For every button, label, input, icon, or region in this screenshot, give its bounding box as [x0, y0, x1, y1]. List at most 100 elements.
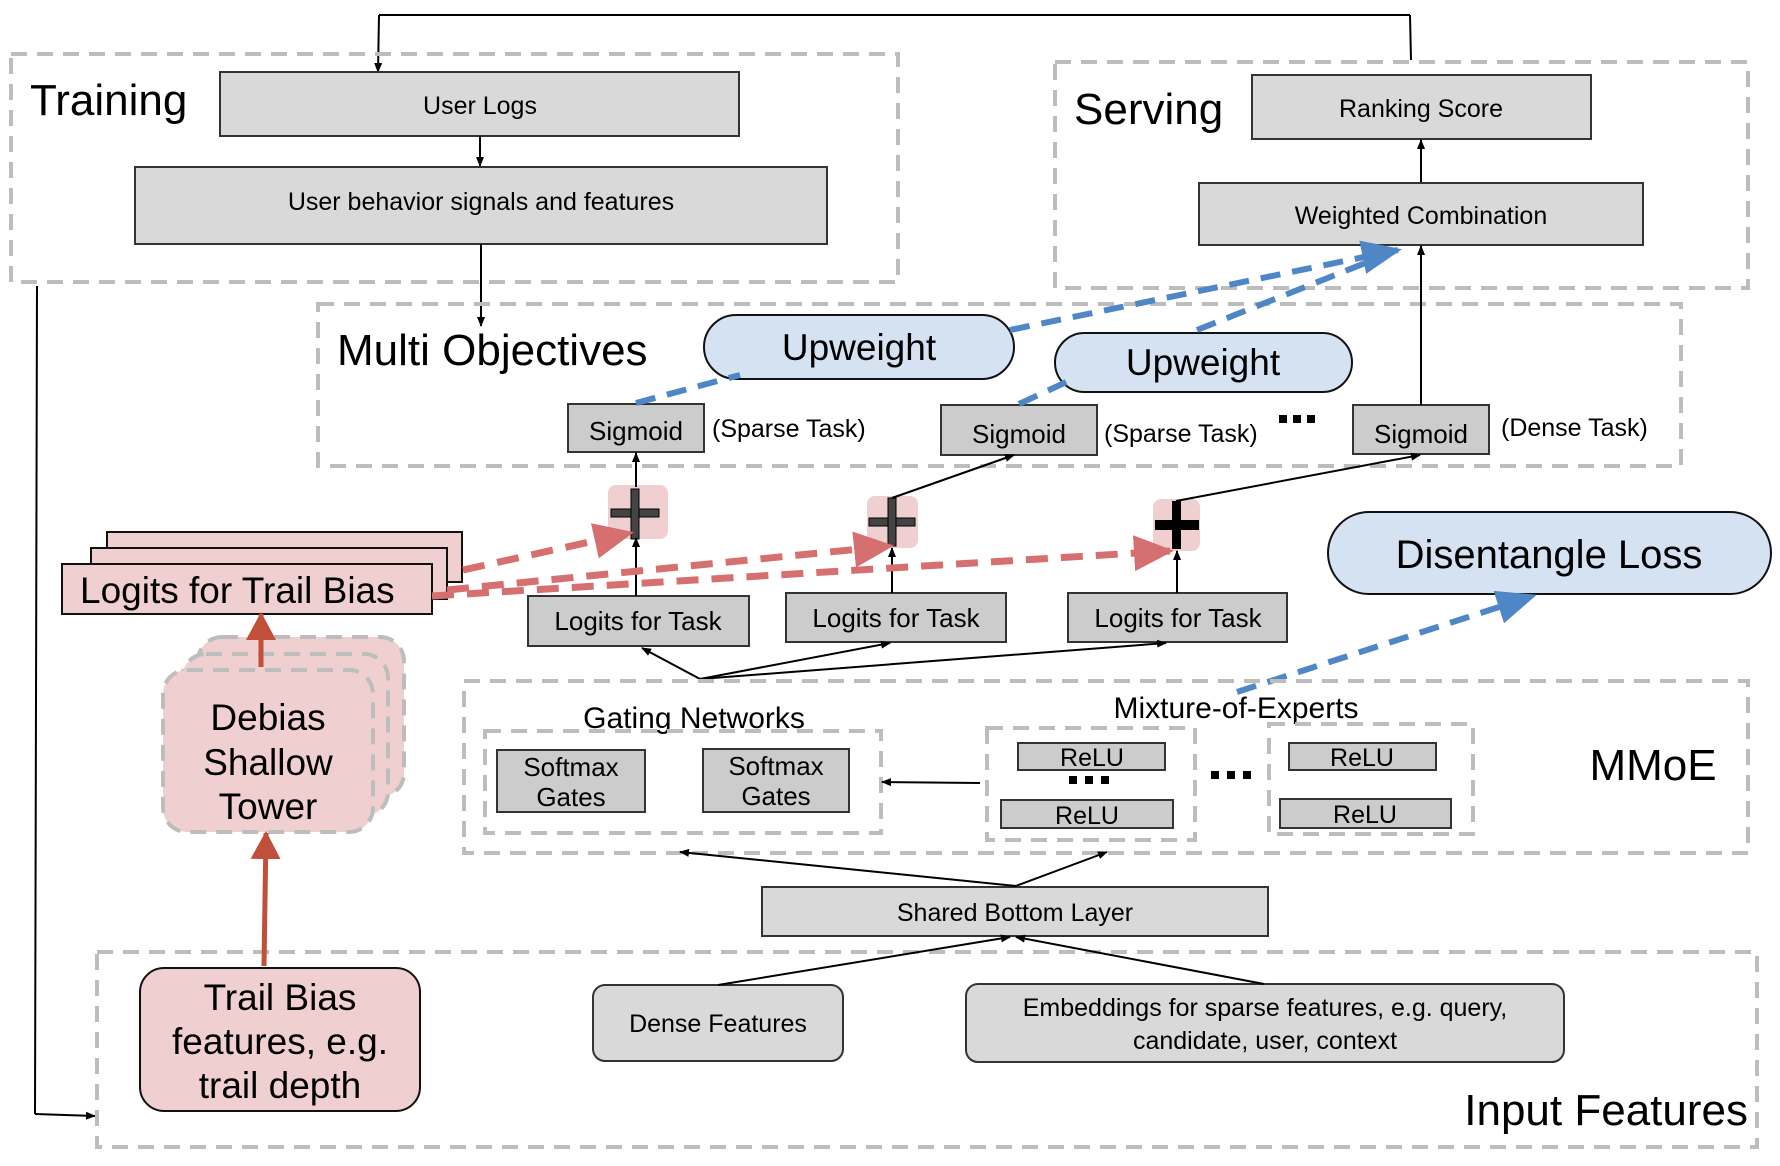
sigmoid-note-1: (Sparse Task)	[712, 415, 866, 443]
multi-objectives-label: Multi Objectives	[337, 326, 648, 375]
embeddings-box	[965, 983, 1565, 1063]
trail-bias-features-line-1: Trail Bias	[204, 977, 357, 1018]
debias-tower-line-1: Debias	[210, 697, 325, 738]
shared-bottom-box	[761, 886, 1269, 937]
upweight-arrow-2	[1195, 247, 1400, 333]
arrow-plus2-to-sigmoid2	[891, 454, 1015, 499]
sigmoid-note-2: (Sparse Task)	[1104, 420, 1258, 448]
training-container	[9, 52, 900, 284]
multi-objectives-container	[316, 302, 1683, 468]
trail-bias-arrow-1	[462, 523, 634, 574]
weighted-combination-box	[1198, 182, 1644, 246]
shared-bottom-text: Shared Bottom Layer	[897, 899, 1133, 927]
trail-bias-arrow-2	[446, 531, 894, 594]
arrow-to-input-features	[34, 1111, 96, 1120]
softmax-gates-box-2	[702, 748, 850, 813]
upweight-arrow-1	[1009, 240, 1402, 333]
upweight-link-1	[635, 372, 741, 406]
logits-task-text-2: Logits for Task	[812, 603, 980, 633]
sigmoid-note-3: (Dense Task)	[1501, 414, 1648, 442]
multi-objectives-section: Multi Objectives Upweight Upweight Sigmo…	[316, 245, 1683, 468]
mmoe-label: MMoE	[1589, 741, 1716, 790]
plus-node-3	[1153, 499, 1200, 551]
logits-task-box-2	[785, 592, 1007, 643]
logits-task-text-1: Logits for Task	[554, 606, 722, 636]
softmax-gates-1-line-2: Gates	[536, 782, 605, 812]
logits-trail-bias-box	[61, 563, 433, 615]
training-label: Training	[30, 76, 187, 125]
sigmoid-box-2	[940, 404, 1098, 456]
training-to-input-line	[34, 285, 38, 1115]
plus-node-2	[867, 496, 918, 548]
relu-text-1b: ReLU	[1055, 802, 1119, 830]
debias-tower: Debias Shallow Tower	[161, 612, 406, 834]
relu-box-1a	[1017, 742, 1166, 771]
upweight-link-2	[1017, 375, 1077, 407]
upweight-pill-2	[1054, 332, 1353, 393]
upweight-arrows	[635, 240, 1402, 407]
sigmoid-text-1: Sigmoid	[589, 416, 683, 446]
softmax-gates-2-line-2: Gates	[741, 781, 810, 811]
arrow-features-to-tower	[250, 831, 281, 967]
relu-text-2a: ReLU	[1330, 744, 1394, 772]
training-section: Training User Logs User behavior signals…	[9, 52, 900, 327]
ellipsis-icon	[1069, 776, 1109, 784]
disentangle-loss-pill	[1327, 511, 1772, 595]
mixture-of-experts-label: Mixture-of-Experts	[1113, 692, 1358, 725]
upweight-text-2: Upweight	[1126, 342, 1281, 383]
relu-box-2b	[1279, 798, 1452, 829]
mmoe-section: MMoE Gating Networks Softmax Gates Softm…	[462, 679, 1750, 855]
arrow-experts-to-gating	[881, 778, 981, 787]
relu-text-1a: ReLU	[1060, 744, 1124, 772]
sigmoid-text-3: Sigmoid	[1374, 419, 1468, 449]
trail-bias-features-line-3: trail depth	[199, 1065, 362, 1106]
trail-bias-features-box	[139, 967, 421, 1112]
input-features-container	[95, 950, 1759, 1149]
arrow-plus3-to-sigmoid3	[1175, 452, 1421, 502]
gating-networks-container	[483, 729, 883, 835]
ranking-score-text: Ranking Score	[1339, 95, 1503, 123]
logits-task-text-3: Logits for Task	[1094, 603, 1262, 633]
input-features-section: Input Features Trail Bias features, e.g.…	[95, 831, 1759, 1149]
serving-section: Serving Ranking Score Weighted Combinati…	[1053, 60, 1750, 290]
trail-bias-features-line-2: features, e.g.	[172, 1021, 388, 1062]
serving-label: Serving	[1074, 85, 1223, 134]
expert-container-2	[1267, 722, 1475, 836]
embeddings-line-2: candidate, user, context	[1133, 1027, 1397, 1055]
arrow-embeddings-to-shared	[1015, 934, 1265, 985]
upweight-text-1: Upweight	[782, 327, 937, 368]
disentangle-arrow	[1236, 590, 1537, 695]
softmax-gates-2-line-1: Softmax	[728, 751, 823, 781]
logits-task-box-1	[527, 595, 750, 647]
feedback-arrow-to-user-logs	[374, 14, 383, 73]
user-behavior-text: User behavior signals and features	[288, 188, 674, 216]
feedback-from-serving	[1409, 14, 1412, 61]
relu-text-2b: ReLU	[1333, 801, 1397, 829]
relu-box-2a	[1288, 742, 1437, 771]
softmax-gates-1-line-1: Softmax	[523, 752, 618, 782]
logits-trail-bias-text: Logits for Trail Bias	[80, 570, 395, 611]
arrow-shared-to-gating	[679, 848, 1017, 887]
arrow-mmoe-to-task3	[699, 639, 1167, 680]
arrow-shared-to-experts	[1015, 851, 1108, 887]
user-logs-text: User Logs	[423, 92, 537, 120]
upweight-pill-1	[703, 314, 1015, 380]
trail-bias-logits: Logits for Trail Bias	[61, 531, 463, 615]
debias-tower-line-2: Shallow	[203, 742, 333, 783]
plus-node-1	[608, 485, 668, 540]
feedback-loop	[34, 14, 1412, 1120]
weighted-combination-text: Weighted Combination	[1295, 202, 1547, 230]
trail-bias-arrow-3	[431, 535, 1174, 600]
sigmoid-text-2: Sigmoid	[972, 419, 1066, 449]
dense-features-text: Dense Features	[629, 1010, 807, 1038]
sigmoid-box-1	[567, 403, 705, 453]
logits-task-boxes: Logits for Task Logits for Task Logits f…	[527, 537, 1288, 647]
arrow-dense-to-shared	[717, 934, 1011, 986]
serving-container	[1053, 60, 1750, 290]
arrow-mmoe-to-task2	[699, 640, 891, 680]
expert-container-1	[985, 726, 1197, 842]
ellipsis-icon	[1211, 771, 1251, 779]
logits-task-box-3	[1067, 592, 1288, 643]
user-behavior-box	[134, 166, 828, 245]
